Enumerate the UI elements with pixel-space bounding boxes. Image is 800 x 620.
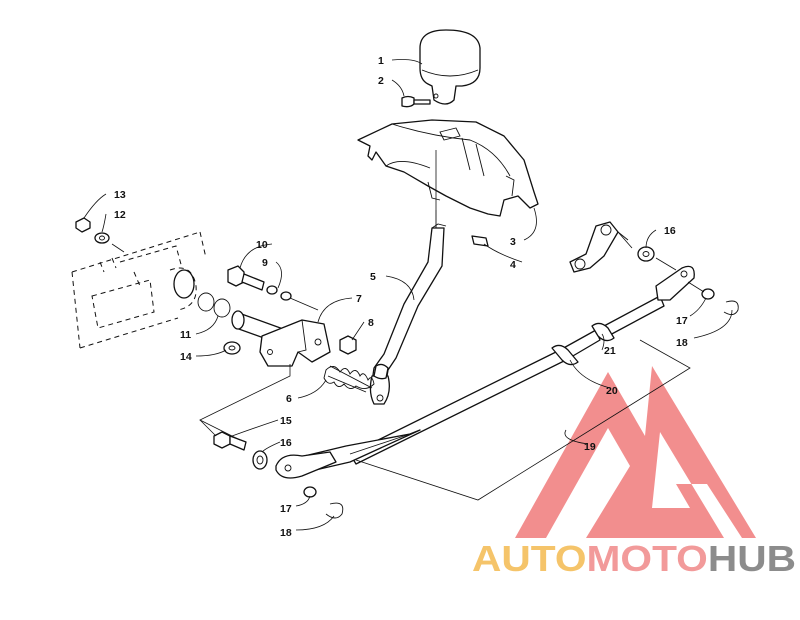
callout-3: 3 [510, 236, 516, 248]
callout-1: 1 [378, 55, 384, 67]
callout-10: 10 [256, 239, 268, 251]
callout-14: 14 [180, 351, 192, 363]
callout-5: 5 [370, 271, 376, 283]
callout-19: 19 [584, 441, 596, 453]
watermark-moto: MOTO [587, 538, 708, 579]
pivot-bolt [227, 265, 245, 287]
callout-17-right: 17 [676, 315, 688, 327]
fasteners-lower-left [213, 431, 344, 519]
watermark-logo [515, 366, 756, 538]
callout-18-lower: 18 [280, 527, 292, 539]
callout-8: 8 [368, 317, 374, 329]
callout-2: 2 [378, 75, 384, 87]
callout-7: 7 [356, 293, 362, 305]
frame-bracket-dashed [71, 231, 207, 349]
callout-16-upper: 16 [664, 225, 676, 237]
knob-screw [401, 95, 415, 108]
boot-retainer [471, 235, 489, 247]
callout-17-lower: 17 [280, 503, 292, 515]
callout-16-lower: 16 [280, 437, 292, 449]
shift-boot [357, 119, 539, 247]
callout-11: 11 [180, 329, 191, 341]
fastener-top-left [75, 217, 110, 244]
watermark-triangle [515, 366, 756, 538]
callout-20: 20 [606, 385, 618, 397]
guide-lines [111, 150, 705, 501]
callout-18-right: 18 [676, 337, 688, 349]
callout-6: 6 [286, 393, 292, 405]
watermark-hub: HUB [708, 538, 796, 579]
callout-12: 12 [114, 209, 126, 221]
shift-knob [419, 29, 481, 105]
callout-labels: 1 2 3 4 5 6 7 8 9 10 11 12 13 14 15 16 1… [114, 55, 688, 539]
watermark-auto: AUTO [472, 538, 587, 579]
shift-lever [369, 210, 447, 405]
shift-rod [275, 265, 695, 479]
pivot-assembly [173, 265, 375, 393]
callout-leaders [83, 59, 733, 531]
callout-21: 21 [604, 345, 616, 357]
shift-knob-assembly [401, 29, 481, 108]
return-spring [323, 365, 375, 393]
callout-9: 9 [262, 257, 268, 269]
callout-4: 4 [510, 259, 516, 271]
callout-13: 13 [114, 189, 126, 201]
ball-joint-right [569, 221, 739, 315]
pivot-arm [259, 319, 331, 367]
callout-15: 15 [280, 415, 292, 427]
